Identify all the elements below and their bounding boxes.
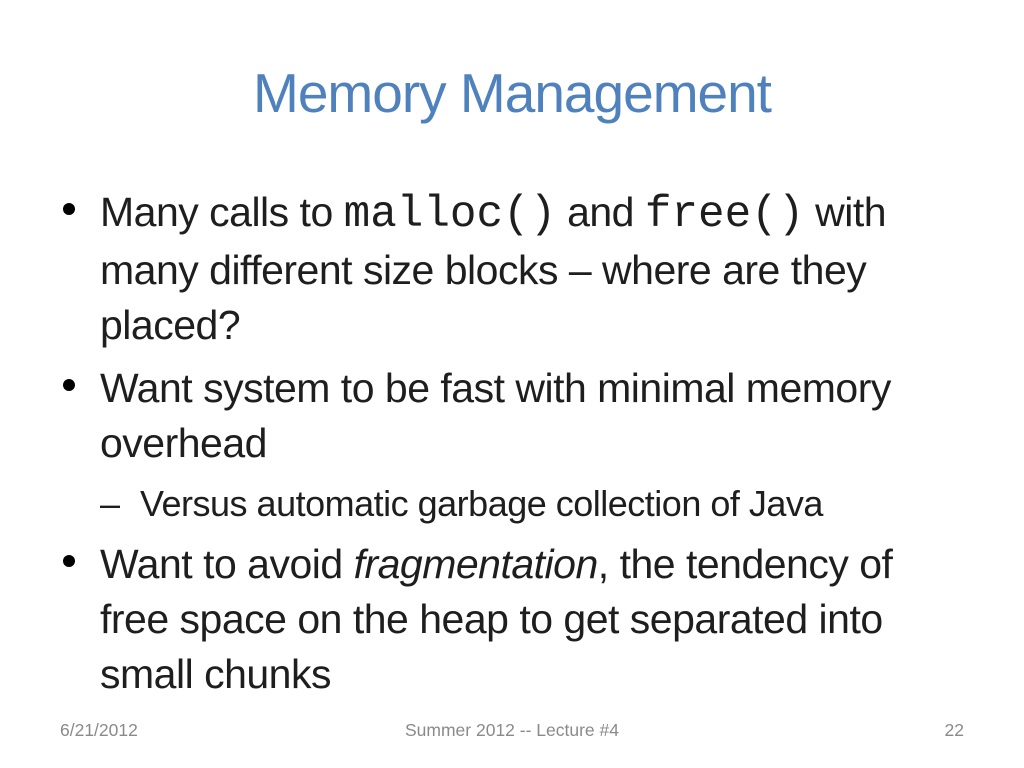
text-run: and <box>556 189 645 235</box>
bullet-line: placed? <box>100 298 886 353</box>
bullet-line: small chunks <box>100 647 892 702</box>
bullet-line: overhead <box>100 416 891 471</box>
bullet-line: Want system to be fast with minimal memo… <box>100 361 891 416</box>
text-run: Want to avoid <box>100 541 354 587</box>
bullet-text: Versus automatic garbage collection of J… <box>140 479 823 529</box>
bullet-item-1: Many calls to malloc() and free() with m… <box>63 185 973 353</box>
text-run: placed? <box>100 302 241 348</box>
bullet-text: Many calls to malloc() and free() with m… <box>100 185 887 353</box>
bullet-line: free space on the heap to get separated … <box>100 592 892 647</box>
text-run: Many calls to <box>100 189 344 235</box>
text-run: many different size blocks – where are t… <box>100 247 867 293</box>
bullet-dot-icon <box>63 555 75 567</box>
text-run: small chunks <box>100 651 331 697</box>
bullet-item-2: Want system to be fast with minimal memo… <box>63 361 973 471</box>
slide-title: Memory Management <box>253 62 772 124</box>
bullet-line: Many calls to malloc() and free() with <box>100 185 887 243</box>
text-run: Versus automatic garbage collection of J… <box>140 483 823 524</box>
text-run: with <box>804 189 887 235</box>
bullet-line: many different size blocks – where are t… <box>100 243 886 298</box>
bullet-text: Want to avoid fragmentation, the tendenc… <box>100 537 893 702</box>
footer-date: 6/21/2012 <box>60 720 138 740</box>
bullet-dot-icon <box>63 185 100 353</box>
sub-bullet-dash-icon: – <box>100 483 121 524</box>
bullet-item-3: Want to avoid fragmentation, the tendenc… <box>63 537 973 702</box>
footer-page-number: 22 <box>944 720 964 740</box>
bullet-text: Want system to be fast with minimal memo… <box>100 361 891 471</box>
text-run: free space on the heap to get separated … <box>100 596 883 642</box>
bullet-line: Want to avoid fragmentation, the tendenc… <box>100 537 893 592</box>
bullet-list: Many calls to malloc() and free() with m… <box>63 185 973 710</box>
bullet-line: Versus automatic garbage collection of J… <box>140 479 823 529</box>
text-run: overhead <box>100 420 267 466</box>
slide-footer: 6/21/2012 Summer 2012 -- Lecture #4 22 <box>0 719 1024 747</box>
code-run-free: free() <box>644 190 805 240</box>
bullet-dot-icon <box>63 203 75 215</box>
bullet-dot-icon <box>63 361 100 471</box>
bullet-dot-icon <box>63 379 75 391</box>
text-run: , the tendency of <box>597 541 893 587</box>
italic-run-fragmentation: fragmentation <box>353 541 599 587</box>
code-run-malloc: malloc() <box>343 190 557 240</box>
sub-bullet-item: – Versus automatic garbage collection of… <box>100 479 973 529</box>
bullet-dot-icon <box>63 537 100 702</box>
footer-lecture-label: Summer 2012 -- Lecture #4 <box>405 720 619 740</box>
text-run: Want system to be fast with minimal memo… <box>100 365 891 411</box>
